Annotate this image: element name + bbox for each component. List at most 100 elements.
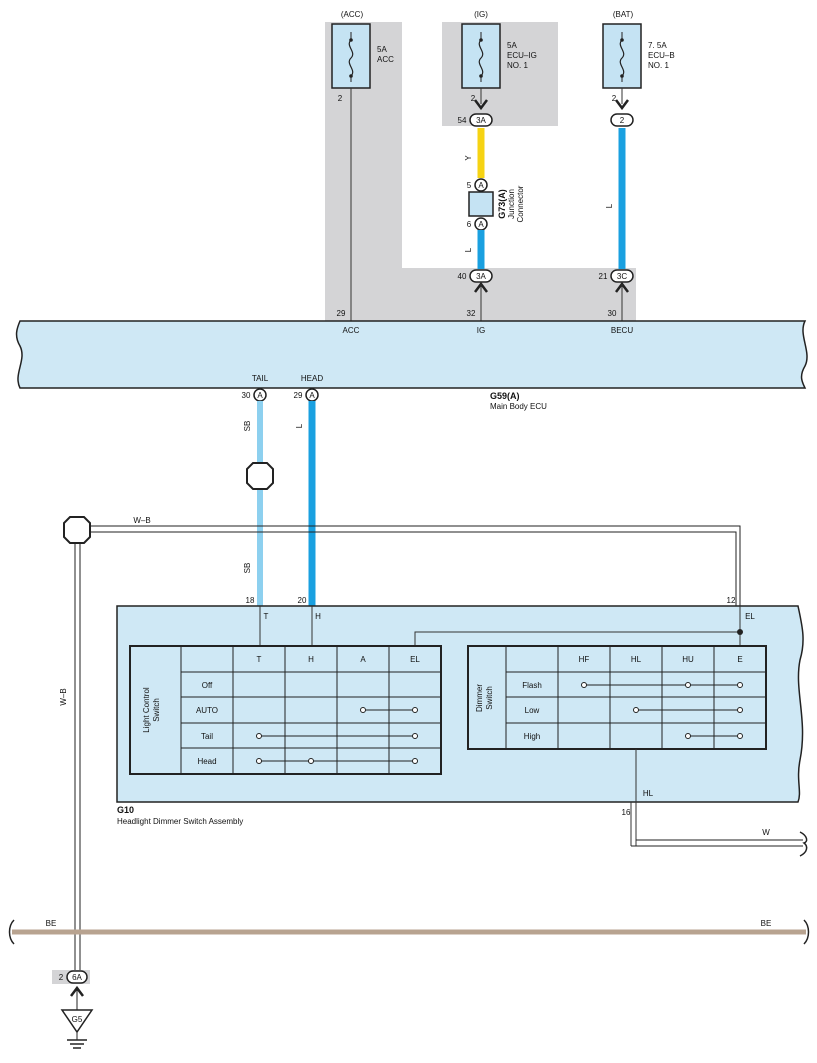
jc-bottom-pin: 6 [467,220,472,229]
connector-ig-lower-code: 3A [476,272,486,281]
fuse-ig-tag: (IG) [474,10,488,19]
dm-title2: Switch [485,686,494,710]
wire-wb-outer [90,525,741,606]
lead-el [414,631,740,646]
dm-contact-point [737,733,743,739]
ecu-id: G59(A) [490,391,520,401]
jc-id: G73(A) [497,189,507,219]
sw-pin-t-name: T [264,612,269,621]
lc-row-auto: AUTO [196,706,218,715]
dm-col-e: E [737,655,742,664]
fuse-ig-name: ECU–IG [507,51,537,60]
lc-title2: Switch [152,698,161,722]
wire-be-break-right [803,919,810,945]
connector-ig-lower: 3A 40 [458,269,493,283]
dm-row-high: High [524,732,540,741]
ground-id: G5 [72,1015,83,1024]
ecu-pin-ig-name: IG [477,326,485,335]
connector-bat-lower: 3C 21 [599,269,634,283]
wire-label-ground-v: W–B [59,688,68,705]
wire-label-tail-lower: SB [243,563,252,574]
fuse-bat-tag: (BAT) [613,10,634,19]
fuse-bat-name: ECU–B [648,51,675,60]
connector-bat-lower-code: 3C [617,272,627,281]
sw-pin-hl-num: 16 [622,808,631,817]
jc-name1: Junction [507,189,516,219]
dm-col-hu: HU [682,655,694,664]
fuse-bat: (BAT) 7. 5A ECU–B NO. 1 2 [602,10,675,103]
ecu-tail-label: TAIL [252,374,269,383]
connector-head-code: A [309,391,315,400]
dimmer-switch-table: Dimmer Switch HF HL HU E Flash Low High [467,645,767,750]
wire-wb-inner [90,531,737,606]
jc-name2: Connector [516,185,525,222]
lc-contact-point [412,707,418,713]
dm-row-low: Low [525,706,540,715]
fuse-acc-rating: 5A [377,45,387,54]
dm-contact-point [737,682,743,688]
ecu-name: Main Body ECU [490,402,547,411]
light-control-contacts [256,707,418,764]
connector-ig-upper-pin: 54 [458,116,467,125]
fuse-acc-name: ACC [377,55,394,64]
connector-ig-lower-pin: 40 [458,272,467,281]
connector-head: A 29 [294,388,319,402]
ground-symbol: G5 [60,1009,94,1049]
switch-assembly: 18 20 12 T H EL [116,596,804,803]
connector-tail-pin: 30 [242,391,251,400]
dm-contact-point [737,707,743,713]
connector-ig-upper: 3A 54 [458,113,493,127]
wire-w-break [799,831,808,857]
connector-ground-pin: 2 [59,973,64,982]
sw-assembly-id: G10 [117,805,134,815]
ecu-pin-acc-name: ACC [343,326,360,335]
dm-title1: Dimmer [475,684,484,712]
wire-label-ig: Y [464,155,473,161]
splice-point-tail [246,462,274,490]
dm-contact-point [633,707,639,713]
lc-col-t: T [257,655,262,664]
ecu-pin-becu-name: BECU [611,326,633,335]
dimmer-contacts [581,682,743,739]
lc-row-tail: Tail [201,732,213,741]
fuse-ig-rating: 5A [507,41,517,50]
sw-pin-el-num: 12 [727,596,736,605]
main-body-ecu: 29 ACC 32 IG 30 BECU TAIL HEAD [15,309,808,389]
lc-contact-point [360,707,366,713]
jc-top-code: A [478,181,484,190]
connector-arrow-ig-upper [474,99,488,111]
lc-col-h: H [308,655,314,664]
junction-connector: A 5 A 6 G73(A) Junction Connector [467,178,525,231]
connector-tail: A 30 [242,388,267,402]
connector-ground-code: 6A [72,973,82,982]
lc-title1: Light Control [142,687,151,733]
jc-top-pin: 5 [467,181,472,190]
wire-label-head: L [295,423,304,428]
dm-col-hf: HF [579,655,590,664]
dm-contact-point [581,682,587,688]
dm-row-flash: Flash [522,681,542,690]
wire-label-w: W [762,828,770,837]
light-control-switch-table: Light Control Switch T H A EL Off AUTO T… [129,645,442,775]
connector-tail-code: A [257,391,263,400]
wire-be-break-left [8,919,15,945]
lc-contact-point [256,758,262,764]
connector-bat-lower-pin: 21 [599,272,608,281]
sw-pin-t-num: 18 [246,596,255,605]
ecu-head-label: HEAD [301,374,323,383]
ecu-pin-acc-num: 29 [337,309,346,318]
connector-ground: 6A 2 [59,970,88,984]
lc-col-a: A [360,655,366,664]
dm-contact-point [685,682,691,688]
wire-label-be-right: BE [761,919,772,928]
fuse-ig-pin: 2 [471,94,476,103]
fuse-acc-tag: (ACC) [341,10,364,19]
lc-contact-point [308,758,314,764]
ecu-pin-becu-num: 30 [608,309,617,318]
dm-contact-point [685,733,691,739]
sw-pin-h-name: H [315,612,321,621]
ecu-pin-ig-num: 32 [467,309,476,318]
lc-contact-point [412,733,418,739]
fuse-bat-rating: 7. 5A [648,41,667,50]
